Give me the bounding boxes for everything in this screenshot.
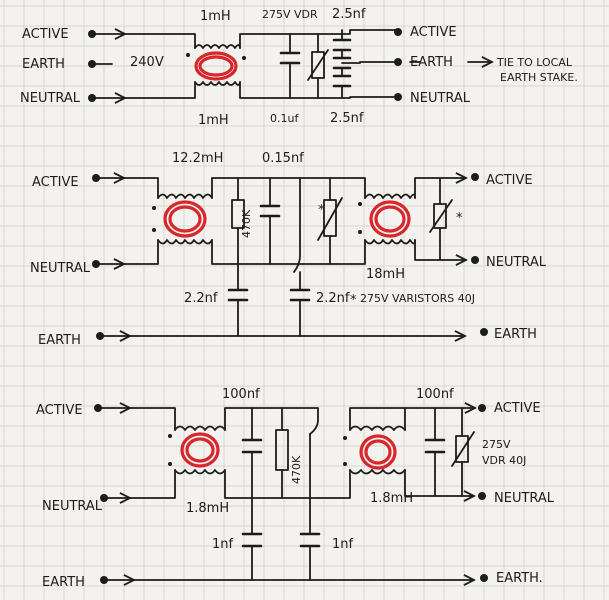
c1-inductor-bottom-label: 1mH [198, 113, 229, 128]
c2-output-earth-label: EARTH [494, 327, 537, 342]
c3-cap-y2 [299, 532, 321, 548]
circuit-1-filter: ACTIVE EARTH NEUTRAL 240V 1mH 1mH 275V V… [20, 7, 578, 128]
c1-input-active-label: ACTIVE [22, 27, 69, 42]
circuit-2-filter: ACTIVE NEUTRAL EARTH 12.2mH 0.15nf 470K … [30, 151, 547, 348]
c1-earth-note-label: TIE TO LOCAL EARTH STAKE. [496, 56, 578, 84]
c1-cap-y-top-label: 2.5nf [332, 7, 366, 22]
c2-varistor-note: 275V VARISTORS 40J [360, 292, 475, 305]
c1-output-active-label: ACTIVE [410, 25, 457, 40]
c2-resistor [231, 199, 245, 229]
c2-cap-y2-label: 2.2nf [316, 291, 350, 306]
c3-inductor1-label: 1.8mH [186, 501, 229, 516]
c2-wires [95, 178, 466, 336]
c1-cap-y [332, 38, 352, 88]
c2-star-1: * [318, 203, 325, 218]
c2-output-neutral-label: NEUTRAL [486, 255, 547, 270]
c2-choke-1 [152, 193, 213, 245]
c3-cap-x2-label: 100nf [416, 387, 454, 402]
c2-cap-x-label: 0.15nf [262, 151, 304, 166]
c3-inductor2-label: 1.8mH [370, 491, 413, 506]
c3-choke-2 [343, 425, 406, 475]
c1-inductor-top-label: 1mH [200, 9, 231, 24]
circuit-3-filter: ACTIVE NEUTRAL EARTH 100nf 100nf 470K 1.… [36, 387, 555, 590]
c3-output-earth-label: EARTH. [496, 571, 543, 586]
c1-vdr [307, 49, 329, 81]
c3-cap-x1-label: 100nf [222, 387, 260, 402]
c1-input-earth-label: EARTH [22, 57, 65, 72]
c3-terminal-earth-out [480, 574, 488, 582]
c1-common-mode-choke [186, 44, 246, 86]
c3-cap-y2-label: 1nf [332, 537, 354, 552]
c2-cap-x [259, 204, 281, 218]
c2-inductor1-label: 12.2mH [172, 151, 223, 166]
c2-choke-2 [358, 193, 416, 245]
c1-cap-y-bottom-label: 2.5nf [330, 111, 364, 126]
c1-output-earth-label: EARTH [410, 55, 453, 70]
c2-varistor-2 [429, 199, 453, 233]
c2-star-3: * [350, 293, 357, 308]
c2-terminal-earth-out [480, 328, 488, 336]
c2-input-neutral-label: NEUTRAL [30, 261, 91, 276]
c1-cap-x [279, 51, 301, 65]
c3-output-neutral-label: NEUTRAL [494, 491, 555, 506]
c3-cap-y1 [241, 532, 263, 548]
c3-input-active-label: ACTIVE [36, 403, 83, 418]
c2-resistor-label: 470K [240, 209, 253, 238]
c3-resistor [275, 429, 289, 471]
c1-output-neutral-label: NEUTRAL [410, 91, 471, 106]
c1-wires [91, 30, 492, 98]
c2-inductor2-label: 18mH [366, 267, 405, 282]
c3-vdr-label: 275V VDR 40J [482, 438, 526, 467]
c3-output-active-label: ACTIVE [494, 401, 541, 416]
c2-terminal-active-out [471, 173, 479, 181]
c3-cap-x2 [424, 438, 446, 454]
c2-varistor-1 [317, 197, 343, 241]
c1-input-neutral-label: NEUTRAL [20, 91, 81, 106]
c3-input-earth-label: EARTH [42, 575, 85, 590]
c2-star-2: * [456, 211, 463, 226]
c3-input-neutral-label: NEUTRAL [42, 499, 103, 514]
c1-vdr-label: 275V VDR [262, 8, 318, 21]
c2-output-active-label: ACTIVE [486, 173, 533, 188]
c2-cap-y1 [227, 288, 249, 302]
c1-voltage-label: 240V [130, 55, 164, 70]
c2-terminal-neutral-out [471, 256, 479, 264]
c3-terminal-neutral-out [478, 492, 486, 500]
c2-cap-y1-label: 2.2nf [184, 291, 218, 306]
c2-cap-y2 [289, 288, 311, 302]
c3-cap-y1-label: 1nf [212, 537, 234, 552]
c3-cap-x1 [241, 438, 263, 454]
c3-wires [97, 408, 475, 580]
c3-vdr [451, 431, 475, 467]
c3-terminal-active-out [478, 404, 486, 412]
c3-choke-1 [168, 425, 226, 475]
c2-input-earth-label: EARTH [38, 333, 81, 348]
c1-cap-x-label: 0.1uf [270, 112, 299, 125]
c2-input-active-label: ACTIVE [32, 175, 79, 190]
c3-resistor-label: 470K [290, 455, 303, 484]
